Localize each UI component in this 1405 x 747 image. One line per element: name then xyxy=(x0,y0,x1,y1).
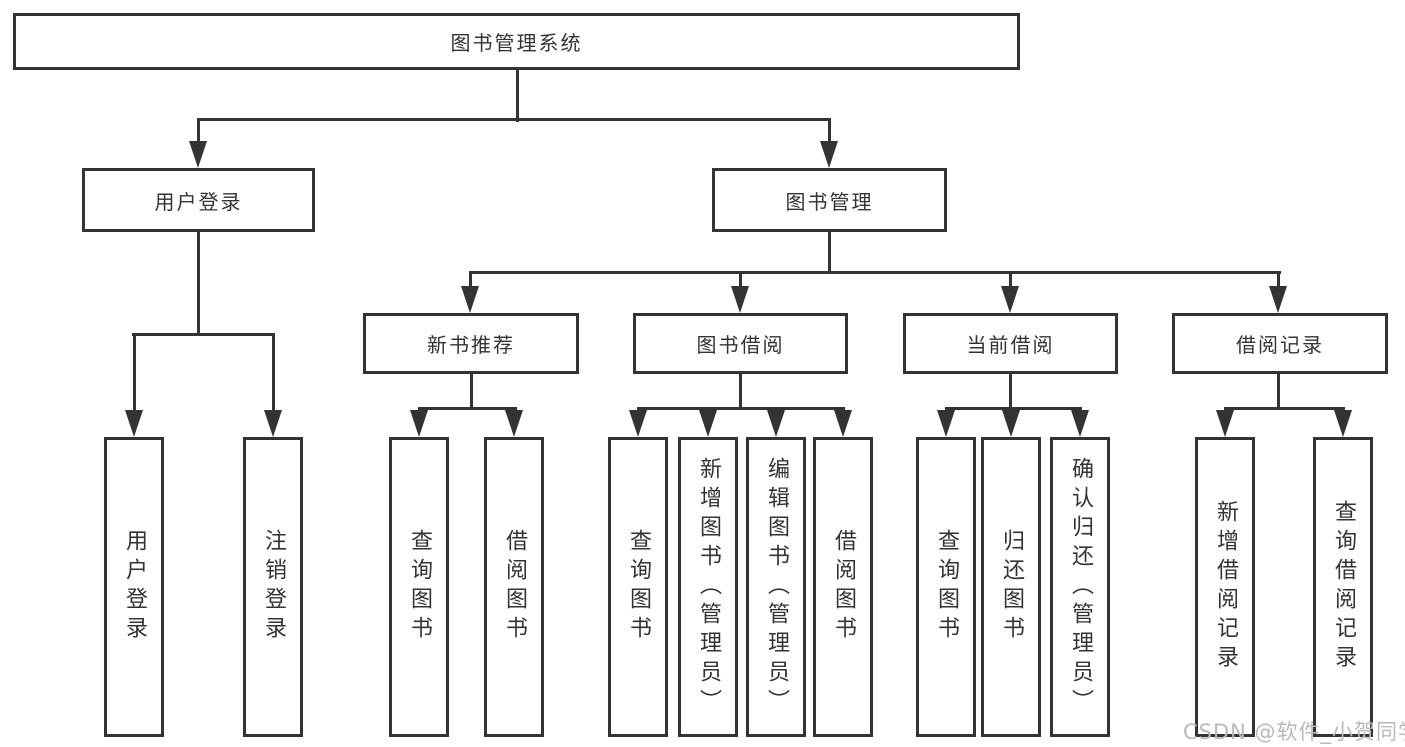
connector-stem xyxy=(197,118,200,144)
node-label: 查询图书 xyxy=(407,529,432,645)
node-label: 图书管理系统 xyxy=(450,31,583,55)
arrow-down-icon xyxy=(1269,286,1287,313)
node-label: 新增图书（管理员） xyxy=(696,456,721,718)
node-label: 用户登录 xyxy=(154,189,243,214)
node-current-borrowing: 当前借阅 xyxy=(903,313,1118,374)
node-leaf-query-books-current: 查询图书 xyxy=(916,437,976,737)
node-leaf-query-books-borrowing: 查询图书 xyxy=(608,437,668,737)
node-leaf-add-borrow-record: 新增借阅记录 xyxy=(1195,437,1255,737)
node-new-book-recommend: 新书推荐 xyxy=(363,313,579,374)
connector-stem xyxy=(272,333,275,414)
connector-bookmgmt-hline xyxy=(469,271,1281,274)
arrow-down-icon xyxy=(505,410,523,437)
arrow-down-icon xyxy=(767,410,785,437)
arrow-down-icon xyxy=(1334,410,1352,437)
connector-current-vstub xyxy=(1009,374,1012,410)
arrow-down-icon xyxy=(1216,410,1234,437)
node-label: 查询借阅记录 xyxy=(1331,500,1356,674)
node-leaf-logout: 注销登录 xyxy=(243,437,303,737)
arrow-down-icon xyxy=(125,410,143,437)
node-leaf-confirm-return-admin: 确认归还（管理员） xyxy=(1050,437,1110,737)
arrow-down-icon xyxy=(699,410,717,437)
node-label: 图书管理 xyxy=(785,189,874,214)
node-label: 借阅图书 xyxy=(831,529,856,645)
csdn-watermark: CSDN @软件_小贺同学 xyxy=(1183,720,1405,744)
connector-stem xyxy=(133,333,136,414)
connector-userlogin-hline xyxy=(132,333,275,336)
connector-newbook-hline xyxy=(418,407,517,410)
connector-root-vstub xyxy=(516,70,519,122)
connector-stem xyxy=(469,271,472,289)
arrow-down-icon xyxy=(1071,410,1089,437)
node-book-management: 图书管理 xyxy=(712,168,947,232)
node-leaf-query-books-recommend: 查询图书 xyxy=(389,437,449,737)
node-label: 图书借阅 xyxy=(696,333,785,357)
arrow-down-icon xyxy=(410,410,428,437)
arrow-down-icon xyxy=(1001,286,1019,313)
node-label: 用户登录 xyxy=(122,529,147,645)
node-leaf-user-login: 用户登录 xyxy=(104,437,164,737)
arrow-down-icon xyxy=(264,410,282,437)
connector-borrowing-hline xyxy=(637,407,845,410)
connector-current-hline xyxy=(945,407,1082,410)
connector-newbook-vstub xyxy=(470,374,473,410)
node-book-borrowing: 图书借阅 xyxy=(633,313,848,374)
node-label: 当前借阅 xyxy=(966,333,1055,357)
connector-records-vstub xyxy=(1277,374,1280,410)
connector-stem xyxy=(828,118,831,144)
node-leaf-edit-books-admin: 编辑图书（管理员） xyxy=(746,437,806,737)
node-label: 借阅图书 xyxy=(502,529,527,645)
connector-bookmgmt-vstub xyxy=(828,232,831,274)
node-leaf-borrow-books-borrowing: 借阅图书 xyxy=(813,437,873,737)
node-label: 查询图书 xyxy=(626,529,651,645)
node-label: 查询图书 xyxy=(934,529,959,645)
node-root-library-system: 图书管理系统 xyxy=(13,13,1020,70)
arrow-down-icon xyxy=(629,410,647,437)
node-label: 借阅记录 xyxy=(1236,333,1324,357)
node-label: 注销登录 xyxy=(261,529,286,645)
arrow-down-icon xyxy=(834,410,852,437)
node-label: 新增借阅记录 xyxy=(1213,500,1238,674)
node-leaf-add-books-admin: 新增图书（管理员） xyxy=(678,437,738,737)
arrow-down-icon xyxy=(731,286,749,313)
connector-userlogin-vstub xyxy=(197,232,200,336)
node-label: 归还图书 xyxy=(999,529,1024,645)
arrow-down-icon xyxy=(189,141,207,168)
node-label: 编辑图书（管理员） xyxy=(764,456,789,718)
node-leaf-return-books: 归还图书 xyxy=(981,437,1041,737)
connector-stem xyxy=(1009,271,1012,289)
node-label: 确认归还（管理员） xyxy=(1068,456,1093,718)
node-label: 新书推荐 xyxy=(427,333,515,357)
arrow-down-icon xyxy=(937,410,955,437)
node-leaf-borrow-books-recommend: 借阅图书 xyxy=(484,437,544,737)
node-user-login: 用户登录 xyxy=(82,168,315,232)
connector-stem xyxy=(1277,271,1280,289)
connector-borrowing-vstub xyxy=(739,374,742,410)
connector-stem xyxy=(739,271,742,289)
node-borrowing-records: 借阅记录 xyxy=(1172,313,1388,374)
connector-root-hline xyxy=(197,118,831,121)
connector-records-hline xyxy=(1224,407,1345,410)
node-leaf-query-borrow-record: 查询借阅记录 xyxy=(1313,437,1373,737)
arrow-down-icon xyxy=(1002,410,1020,437)
arrow-down-icon xyxy=(461,286,479,313)
arrow-down-icon xyxy=(820,141,838,168)
